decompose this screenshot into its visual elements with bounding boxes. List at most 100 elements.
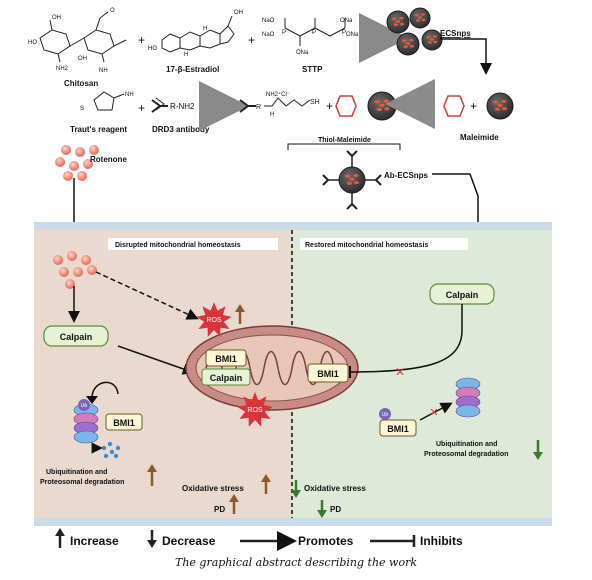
nanoparticle-spot [346,181,352,185]
nanoparticle-spot [409,38,414,42]
right-proteasome-icon [455,377,481,418]
figure-caption: The graphical abstract describing the wo… [175,556,417,569]
thiolated-chain [264,97,311,107]
sttp-p-label-3: P [342,30,346,36]
chitosan-o-label: O [110,8,115,14]
ros-burst-top: ROS [196,302,232,337]
rotenone-molecules-cell [53,251,97,289]
proteasome-ring [455,404,481,418]
left-pd: PD [214,505,225,514]
right-ub-badge [379,408,391,420]
rotenone-molecule [59,267,69,277]
ecsnps-cluster [386,7,443,56]
nanoparticle-spot [374,100,380,104]
sttp-ona-label-3: ONa [296,50,309,56]
nanoparticle-spot [492,100,499,104]
rotenone-molecule [89,145,99,155]
antibody-icon [346,150,358,158]
estradiol-h-label-1: H [203,26,207,32]
chitosan-nh2-label: NH2 [56,66,69,72]
left-ox-increase-arrowhead [261,474,271,482]
left-ubiq-line2: Proteosomal degradation [40,479,124,486]
nanoparticle-spot [426,35,431,39]
right-calpain-label: Calpain [446,290,479,300]
right-pd: PD [330,505,341,514]
left-ub-cycle-arrow [91,381,119,399]
nanoparticle-spot [418,16,422,19]
sttp-structure [284,18,346,46]
nanoparticle-spot [353,181,360,185]
ecsnp-particle [486,92,514,120]
proteasome-ring [73,430,99,444]
legend-decrease: Decrease [162,534,216,548]
maleimide-reagent-icon [443,95,465,117]
left-ubiq-increase-arrowhead [147,464,157,472]
nanoparticle-spot [494,107,500,111]
sttp-label: STTP [302,65,323,74]
maleimide-ecsnp-conjugate [367,91,397,121]
chitosan-ho-label: HO [28,40,37,46]
rotenone-to-ros-arrow [95,271,199,320]
chitosan-oh-label-1: OH [52,15,61,21]
trauts-reagent-label: Traut's reagent [70,125,127,134]
legend-increase-icon [55,528,65,536]
left-panel-title: Disrupted mitochondrial homeostasis [115,242,241,249]
thiolated-h-label: H [270,112,274,118]
nanoparticle-spot [344,174,351,178]
mito-bmi1-box [205,349,247,367]
estradiol-ho-label: HO [148,46,157,52]
rotenone-molecule [77,171,87,181]
nanoparticle-spot [399,16,404,20]
right-mito-bmi1-box [307,363,349,383]
right-calpain-blocked-x: ✕ [395,365,405,379]
nanoparticle-spot [376,107,383,112]
right-calpain-inhibit-line [349,304,463,373]
right-panel-title: Restored mitochondrial homeostasis [305,242,428,249]
ros-increase-arrowhead [235,304,245,312]
right-bmi1-box [379,419,417,437]
nanoparticle-spot [416,19,420,22]
rotenone-molecule [75,147,85,157]
nanoparticle-spot [433,40,438,44]
sttp-ona-label-2: ONa [346,32,359,38]
rotenone-molecule [65,279,75,289]
plus-sign-3: + [138,101,145,115]
nanoparticle-spot [349,177,355,181]
thiolated-antibody-icon [239,99,256,113]
rotenone-molecule [73,267,83,277]
rotenone-molecule [69,161,79,171]
nanoparticle-spot [430,38,434,41]
antibody-icon [346,202,358,210]
nanoparticle-spot [421,13,425,16]
rotenone-label: Rotenone [90,155,127,164]
maleimide-ring-icon [335,95,357,117]
chitosan-oh-label-2: OH [78,56,87,62]
left-oxidative-stress: Oxidative stress [182,484,244,493]
nanoparticle-spot [401,39,407,43]
cell-membrane-top [34,222,552,230]
left-bmi1-label: BMI1 [113,418,135,428]
ros-bottom-label: ROS [247,407,263,414]
rotenone-molecule [63,171,73,181]
rotenone-molecule [53,255,63,265]
antibody-icon [374,174,382,186]
degradation-fragment [101,445,107,451]
drd3-antibody-label: DRD3 antibody [152,125,210,134]
nanoparticle-spot [409,44,415,48]
sttp-ona-label-1: ONa [340,18,353,24]
mito-calpain-label: Calpain [210,373,243,383]
nanoparticle-spot [501,107,508,111]
right-ubiq-decrease-arrowhead [533,452,543,460]
sttp-p-label-1: P [282,30,286,36]
nanoparticle-spot [433,35,437,38]
nanoparticle-spot [399,22,405,26]
legend-increase: Increase [70,534,119,548]
degradation-fragment [115,445,121,451]
chitosan-nh-label: NH [99,68,108,74]
thiol-maleimide-bracket [287,143,401,150]
nanoparticle-spot [497,103,503,107]
nanoparticle-spot [414,13,419,17]
sttp-p-label-2: P [312,30,316,36]
